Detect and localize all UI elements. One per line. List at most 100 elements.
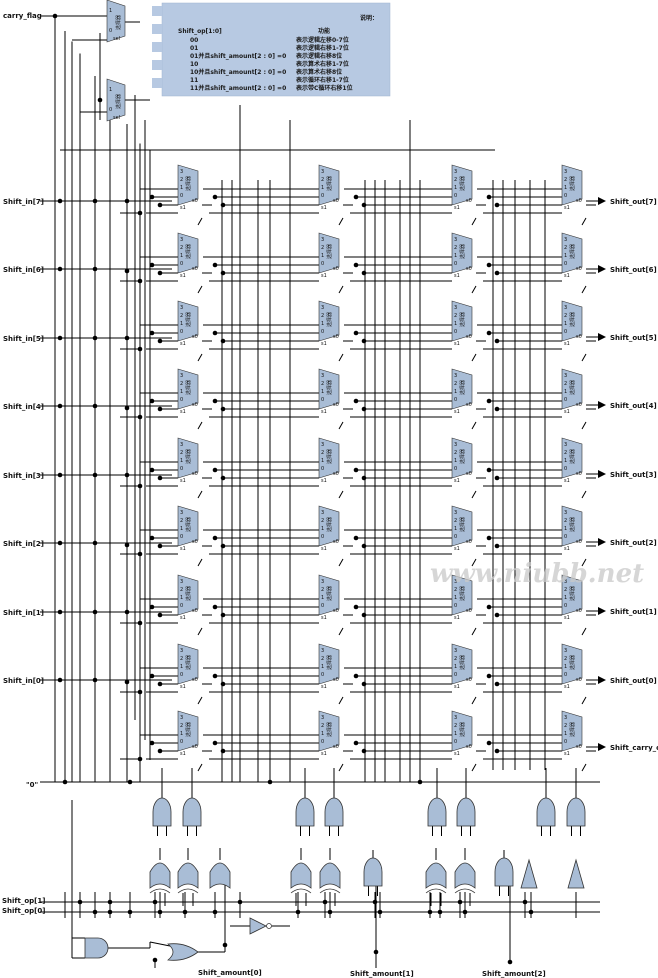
junction-dot xyxy=(353,330,359,336)
svg-text:2: 2 xyxy=(454,245,457,251)
legend-row-desc: 表示逻辑右移8位 xyxy=(295,52,342,60)
not-gate xyxy=(249,917,272,935)
wire xyxy=(338,696,344,705)
shift-in-label: Shift_in[2] xyxy=(3,540,44,548)
legend-row-desc: 表示算术右移8位 xyxy=(295,68,342,76)
output-arrow-icon xyxy=(598,607,606,615)
svg-text:0: 0 xyxy=(564,261,567,267)
junction-dot xyxy=(127,909,133,915)
junction-dot xyxy=(212,740,218,746)
and-gate xyxy=(427,797,447,827)
svg-text:选择器: 选择器 xyxy=(459,449,466,464)
junction-dot xyxy=(494,748,500,754)
svg-text:2: 2 xyxy=(180,450,183,456)
junction-dot xyxy=(212,604,218,610)
svg-text:选择器: 选择器 xyxy=(185,655,192,670)
junction-dot xyxy=(353,535,359,541)
multiplexers: 3210选择器s0s13210选择器s0s13210选择器s0s13210选择器… xyxy=(106,0,583,757)
svg-text:选择器: 选择器 xyxy=(569,380,576,395)
junction-dot xyxy=(353,673,359,679)
svg-text:s0: s0 xyxy=(466,677,472,683)
svg-text:2: 2 xyxy=(564,177,567,183)
watermark: www.niubb.net xyxy=(430,559,644,589)
shift-amount-label: Shift_amount[0] xyxy=(198,969,262,977)
junction-dot xyxy=(157,612,163,618)
svg-text:s0: s0 xyxy=(333,677,339,683)
wire xyxy=(471,285,477,294)
svg-text:s0: s0 xyxy=(576,198,582,204)
svg-text:2: 2 xyxy=(321,518,324,524)
svg-text:0: 0 xyxy=(321,397,324,403)
junction-dot xyxy=(486,535,492,541)
svg-text:1: 1 xyxy=(321,389,324,395)
svg-text:1: 1 xyxy=(180,389,183,395)
junction-dot xyxy=(220,681,226,687)
svg-text:1: 1 xyxy=(454,731,457,737)
svg-text:0: 0 xyxy=(454,534,457,540)
svg-text:s1: s1 xyxy=(180,205,186,211)
svg-text:2: 2 xyxy=(564,656,567,662)
svg-text:2: 2 xyxy=(564,723,567,729)
svg-text:s0: s0 xyxy=(333,198,339,204)
svg-text:选择器: 选择器 xyxy=(326,655,333,670)
junction-dot xyxy=(107,909,113,915)
svg-text:2: 2 xyxy=(321,245,324,251)
wire xyxy=(581,696,587,705)
and-gate xyxy=(182,797,202,827)
svg-text:2: 2 xyxy=(564,381,567,387)
svg-text:1: 1 xyxy=(454,185,457,191)
legend-row-code: 11并且shift_amount[2 : 0] =0 xyxy=(190,84,286,92)
svg-text:2: 2 xyxy=(180,245,183,251)
svg-text:0: 0 xyxy=(180,329,183,335)
svg-text:0: 0 xyxy=(109,107,112,113)
svg-text:3: 3 xyxy=(321,510,324,516)
svg-text:3: 3 xyxy=(321,237,324,243)
svg-text:选择器: 选择器 xyxy=(185,312,192,327)
junction-dot xyxy=(353,194,359,200)
svg-text:s0: s0 xyxy=(333,402,339,408)
svg-text:1: 1 xyxy=(180,595,183,601)
wire xyxy=(149,941,171,947)
wire xyxy=(581,490,587,499)
svg-text:0: 0 xyxy=(321,261,324,267)
junction-dot xyxy=(77,899,83,905)
svg-text:s0: s0 xyxy=(333,608,339,614)
svg-text:0: 0 xyxy=(321,603,324,609)
legend-row-code: 01并且shift_amount[2 : 0] =0 xyxy=(190,52,286,60)
junction-dot xyxy=(528,909,534,915)
svg-text:1: 1 xyxy=(321,185,324,191)
svg-text:0: 0 xyxy=(321,466,324,472)
svg-text:3: 3 xyxy=(564,579,567,585)
svg-text:0: 0 xyxy=(564,603,567,609)
svg-text:0: 0 xyxy=(180,672,183,678)
wire xyxy=(471,217,477,226)
svg-text:s0: s0 xyxy=(333,266,339,272)
junction-dot xyxy=(157,406,163,412)
junction-dot xyxy=(97,97,103,103)
svg-text:s1: s1 xyxy=(454,684,460,690)
output-arrow-icon xyxy=(598,470,606,478)
svg-text:选择器: 选择器 xyxy=(569,176,576,191)
svg-text:3: 3 xyxy=(321,169,324,175)
svg-text:3: 3 xyxy=(564,442,567,448)
svg-text:2: 2 xyxy=(180,177,183,183)
junction-dot xyxy=(361,748,367,754)
junction-dot xyxy=(377,909,383,915)
svg-text:0: 0 xyxy=(180,193,183,199)
wire xyxy=(197,421,203,430)
svg-text:选择器: 选择器 xyxy=(326,312,333,327)
svg-text:s1: s1 xyxy=(454,205,460,211)
junction-dot xyxy=(437,909,443,915)
junction-dot xyxy=(372,899,378,905)
svg-text:2: 2 xyxy=(454,723,457,729)
junction-dot xyxy=(353,398,359,404)
junction-dot xyxy=(220,270,226,276)
svg-text:s0: s0 xyxy=(576,402,582,408)
junction-dot xyxy=(417,779,423,785)
shift-in-label: Shift_in[0] xyxy=(3,677,44,685)
